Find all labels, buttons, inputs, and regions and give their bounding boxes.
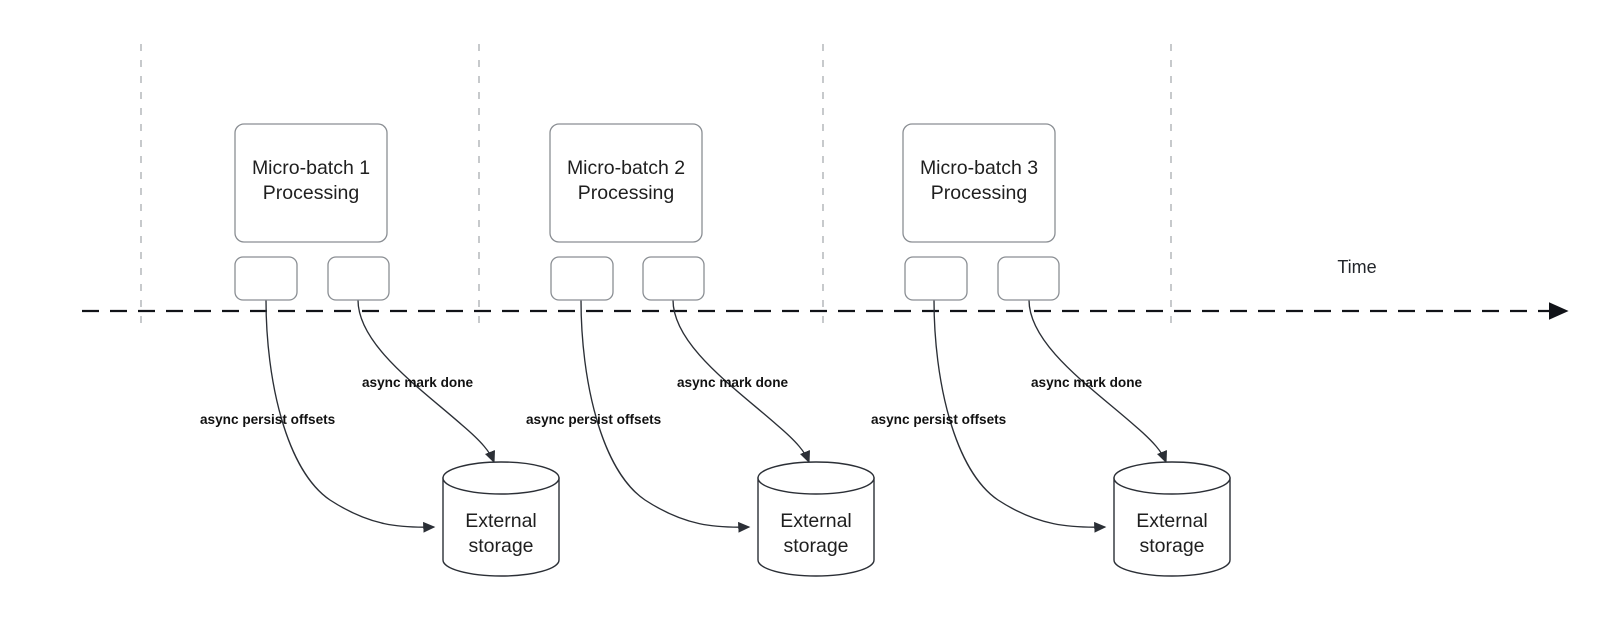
group-1-storage-subtitle: storage xyxy=(468,535,533,557)
group-1-task-box-persist[interactable] xyxy=(234,256,298,301)
group-3-storage-title: External xyxy=(1136,510,1208,532)
group-3-edge-mark-done xyxy=(1028,299,1167,464)
group-2-storage-subtitle: storage xyxy=(783,535,848,557)
group-2-edge-mark-done-label: async mark done xyxy=(677,375,789,390)
time-axis: Time xyxy=(82,257,1569,320)
group-1-edge-persist-offsets-label: async persist offsets xyxy=(200,412,335,427)
group-2-process-box[interactable] xyxy=(549,123,703,243)
group-2-edge-mark-done xyxy=(672,299,810,464)
group-2-process-title: Micro-batch 2 xyxy=(567,157,685,179)
group-2-task-box-persist[interactable] xyxy=(550,256,614,301)
group-2-edge-persist-offsets xyxy=(580,299,751,533)
group-2-storage-cylinder[interactable] xyxy=(757,477,875,577)
group-3-storage-cylinder[interactable] xyxy=(1113,477,1231,577)
group-3-process-subtitle: Processing xyxy=(931,182,1027,204)
group-2-process-subtitle: Processing xyxy=(578,182,674,204)
group-3-process-title: Micro-batch 3 xyxy=(920,157,1038,179)
group-1-storage-title: External xyxy=(465,510,537,532)
group-1-storage-cylinder[interactable] xyxy=(442,477,560,577)
group-1-edge-mark-done-label: async mark done xyxy=(362,375,474,390)
flow-edge-labels: async persist offsets async mark done asyn… xyxy=(200,375,1143,427)
group-3-storage-subtitle: storage xyxy=(1139,535,1204,557)
group-1-process-subtitle: Processing xyxy=(263,182,359,204)
group-2-storage-title: External xyxy=(780,510,852,532)
group-3-task-box-mark[interactable] xyxy=(997,256,1060,301)
group-3-edge-persist-offsets xyxy=(933,299,1107,533)
group-3-task-box-persist[interactable] xyxy=(904,256,968,301)
group-1-edge-mark-done xyxy=(357,299,495,464)
time-axis-label: Time xyxy=(1337,257,1376,277)
group-1-process-box[interactable] xyxy=(234,123,388,243)
group-1-task-box-mark[interactable] xyxy=(327,256,390,301)
group-2-task-box-mark[interactable] xyxy=(642,256,705,301)
flow-edges xyxy=(265,299,1167,533)
group-3-storage-cylinder-top xyxy=(1113,461,1231,495)
group-1-edge-persist-offsets xyxy=(265,299,436,533)
group-1-storage-cylinder-top xyxy=(442,461,560,495)
group-3-process-box[interactable] xyxy=(902,123,1056,243)
group-1-process-title: Micro-batch 1 xyxy=(252,157,370,179)
group-2-storage-cylinder-top xyxy=(757,461,875,495)
group-3-edge-persist-offsets-label: async persist offsets xyxy=(871,412,1006,427)
group-2-edge-persist-offsets-label: async persist offsets xyxy=(526,412,661,427)
group-3-edge-mark-done-label: async mark done xyxy=(1031,375,1143,390)
